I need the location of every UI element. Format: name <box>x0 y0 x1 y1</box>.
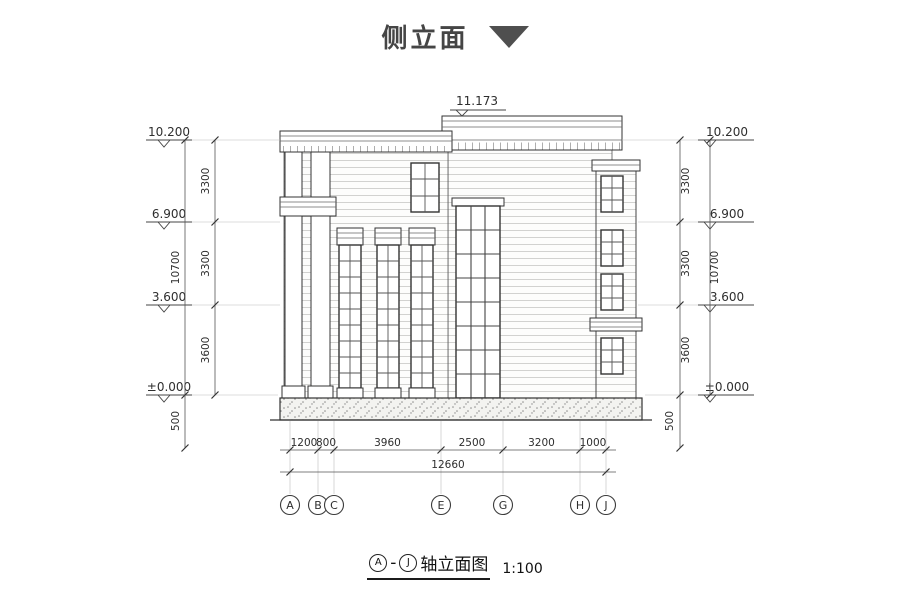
level-mark-right-0: 10.200 <box>698 125 754 148</box>
plinth <box>270 397 652 421</box>
right-cornice <box>441 115 623 151</box>
axis-bubble-A: A <box>286 499 294 512</box>
axis-bubble-J: J <box>603 499 607 512</box>
top-elevation-mark: 11.173 <box>450 94 506 117</box>
story-dim-right-2: 3600 <box>680 337 692 364</box>
triangle-down-icon <box>488 25 529 48</box>
axis-bubble-H: H <box>576 499 584 512</box>
level-text: ±0.000 <box>705 380 749 394</box>
plinth-dim-right: 500 <box>664 411 676 431</box>
level-mark-right-3: ±0.000 <box>698 380 754 403</box>
bottom-dim-4: 3200 <box>528 437 555 449</box>
left-cornice <box>279 130 453 153</box>
axis-bubble-B: B <box>314 499 322 512</box>
level-text: 3.600 <box>152 290 186 304</box>
level-mark-left-2: 3.600 <box>146 290 192 313</box>
bottom-dim-1: 800 <box>316 437 336 449</box>
level-text: ±0.000 <box>147 380 191 394</box>
upper-window <box>410 162 440 213</box>
story-dim-left-1: 3300 <box>200 250 212 277</box>
caption-title: A - J 轴立面图 <box>367 550 491 580</box>
drawing-caption: A - J 轴立面图 1:100 <box>0 550 910 580</box>
bottom-dim-2: 3960 <box>374 437 401 449</box>
axis-bubbles: A B C E G H J <box>279 494 617 516</box>
level-text: 6.900 <box>152 207 186 221</box>
caption-text: 轴立面图 <box>420 555 489 575</box>
bottom-dim-5: 1000 <box>580 437 607 449</box>
large-window <box>451 197 505 399</box>
caption-dash: - <box>390 552 397 573</box>
level-text: 6.900 <box>710 207 744 221</box>
level-mark-right-1: 6.900 <box>698 207 754 230</box>
level-text: 10.200 <box>148 125 190 139</box>
sheet-title-row: 侧立面 <box>0 18 910 55</box>
right-dimensions: 10.200 6.900 3.600 ±0.000 3300 <box>622 125 754 452</box>
plinth-dim-left: 500 <box>170 411 182 431</box>
axis-bubble-E: E <box>438 499 445 512</box>
level-text: 10.200 <box>706 125 748 139</box>
caption-axis-from: A <box>369 553 388 572</box>
tall-window-1 <box>336 227 364 399</box>
bottom-dim-3: 2500 <box>459 437 486 449</box>
total-height-left: 10700 <box>170 251 182 284</box>
building <box>270 115 652 421</box>
level-mark-left-1: 6.900 <box>146 207 192 230</box>
top-elevation-text: 11.173 <box>456 94 498 108</box>
caption-axis-to: J <box>399 553 418 572</box>
tall-window-2 <box>374 227 402 399</box>
total-height-right: 10700 <box>709 251 721 284</box>
axis-bubble-G: G <box>499 499 508 512</box>
axis-bubble-C: C <box>330 499 338 512</box>
bottom-dim-0: 1200 <box>291 437 318 449</box>
pilaster-pair <box>279 151 337 399</box>
right-bay <box>589 159 643 399</box>
level-mark-right-2: 3.600 <box>698 290 754 313</box>
tall-window-3 <box>408 227 436 399</box>
story-dim-right-1: 3300 <box>680 250 692 277</box>
story-dim-left-0: 3300 <box>200 168 212 195</box>
story-dim-left-2: 3600 <box>200 337 212 364</box>
caption-scale: 1:100 <box>502 561 543 577</box>
story-dim-right-0: 3300 <box>680 168 692 195</box>
page-title: 侧立面 <box>381 24 469 54</box>
bottom-dimensions: 1200 800 3960 2500 3200 1000 12660 <box>280 421 616 494</box>
level-text: 3.600 <box>710 290 744 304</box>
left-dimensions: 10.200 6.900 3.600 ±0.000 3300 <box>146 125 280 452</box>
total-width-dim: 12660 <box>431 459 464 471</box>
